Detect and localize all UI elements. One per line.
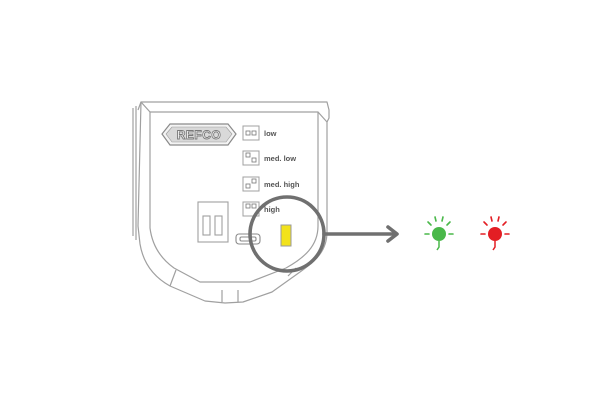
sensitivity-label-low: low	[264, 129, 277, 138]
power-socket	[197, 201, 229, 243]
sensitivity-level-low: low	[242, 125, 277, 141]
callout	[248, 195, 399, 273]
sensitivity-level-med-high: med. high	[242, 176, 300, 192]
sensitivity-label-high: high	[264, 205, 280, 214]
refco-logo: REFCO	[161, 123, 237, 146]
indicator-led	[280, 224, 292, 247]
sensitivity-level-med-low: med. low	[242, 150, 296, 166]
sensitivity-label-med-high: med. high	[264, 180, 300, 189]
callout-arrow-head	[386, 225, 399, 243]
sensitivity-label-med-low: med. low	[264, 154, 296, 163]
device-housing	[132, 101, 330, 304]
refco-logo-text: REFCO	[177, 128, 222, 142]
green-lamp-icon	[424, 216, 454, 251]
red-lamp-icon	[480, 216, 510, 251]
usb-port	[235, 233, 261, 245]
